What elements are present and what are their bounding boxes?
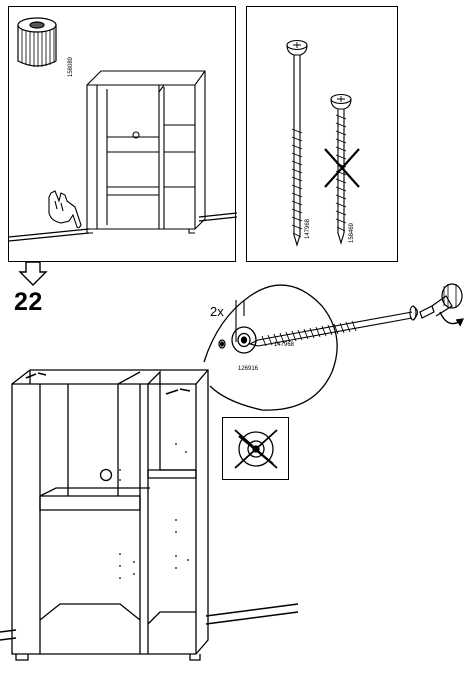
wrong-screw-icon (330, 93, 352, 245)
bookcase-large (11, 369, 209, 661)
cross-out-icon (324, 148, 360, 188)
step-number: 22 (14, 288, 43, 316)
wrong-screw-number: 158469 (349, 222, 355, 243)
screw-comparison: 147968 158469 (286, 39, 360, 247)
wall-baseboard (0, 603, 299, 641)
floor-line (8, 212, 238, 242)
do-not-use-box (222, 417, 289, 480)
plug-part-number: 158089 (68, 56, 74, 77)
wall-plug-icon (17, 17, 57, 67)
detail-long-screw (248, 305, 419, 347)
wall-anchor-scene: 158089 (8, 17, 238, 242)
bookcase-small (86, 70, 206, 234)
washer-part-number: 126916 (238, 366, 259, 372)
quantity-label: 2x (210, 304, 224, 319)
pointing-hand-icon (48, 190, 82, 229)
screw-part-number: 147968 (274, 342, 295, 348)
correct-screw-icon (286, 39, 308, 247)
screw-selection-panel: 147968 158469 (246, 6, 398, 262)
screw-detail-callout (203, 284, 338, 411)
step-arrow-icon (18, 261, 48, 286)
prohibited-washer-icon (234, 429, 278, 469)
screwdriver-icon (419, 283, 464, 327)
wall-anchor-warning-panel: 158089 (8, 6, 238, 262)
correct-screw-number: 147968 (305, 218, 311, 239)
top-screw-markers (25, 372, 191, 395)
